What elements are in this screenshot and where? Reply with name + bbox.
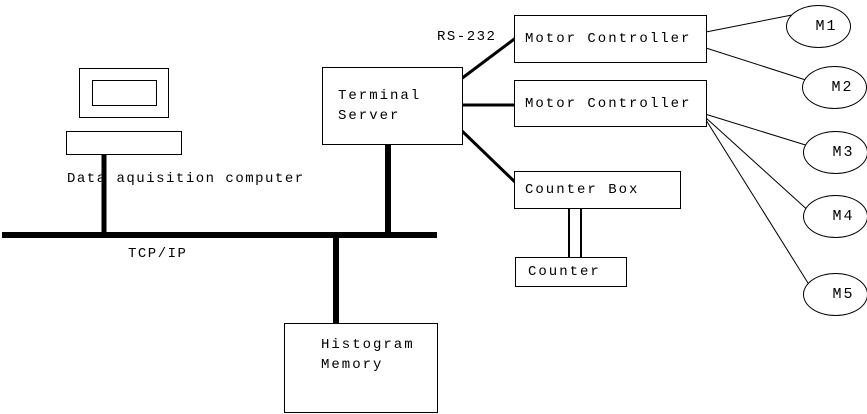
motor-node-m1: M1	[786, 5, 851, 48]
counter-label: Counter	[528, 264, 601, 280]
motor-m4-label: M4	[832, 208, 855, 225]
terminal-server-box: Terminal Server	[322, 67, 463, 145]
computer-monitor-icon	[79, 68, 169, 118]
computer-keyboard-icon	[66, 131, 182, 155]
motor-controller-1-box: Motor Controller	[514, 15, 707, 63]
motor-m1-label: M1	[815, 18, 838, 35]
counter-box-label: Counter Box	[525, 182, 640, 198]
motor-m2-label: M2	[831, 79, 854, 96]
terminal-server-counterbox-link	[459, 128, 519, 186]
counter-box-box: Counter Box	[514, 171, 681, 209]
rs232-label: RS-232	[437, 29, 497, 45]
counter-box: Counter	[515, 257, 627, 287]
tcpip-bus-label: TCP/IP	[128, 246, 188, 262]
mc2-m4-link	[704, 116, 813, 215]
motor-m3-label: M3	[832, 144, 855, 161]
mc2-m5-link	[705, 119, 814, 292]
mc2-m3-link	[704, 113, 813, 148]
motor-controller-2-box: Motor Controller	[514, 80, 707, 127]
motor-node-m2: M2	[802, 66, 867, 109]
mc1-m2-link	[705, 47, 813, 83]
histogram-memory-label: Histogram Memory	[321, 337, 415, 373]
motor-node-m4: M4	[803, 195, 867, 238]
histogram-memory-box: Histogram Memory	[284, 323, 438, 413]
computer-screen-icon	[92, 80, 157, 106]
terminal-server-label: Terminal Server	[338, 88, 422, 124]
motor-node-m3: M3	[803, 131, 867, 174]
mc1-m1-link	[705, 13, 798, 33]
rs232-link	[460, 35, 518, 81]
motor-controller-2-label: Motor Controller	[525, 95, 692, 112]
data-acquisition-computer-label: Data aquisition computer	[67, 171, 305, 187]
motor-controller-1-label: Motor Controller	[525, 31, 692, 47]
motor-node-m5: M5	[803, 273, 867, 316]
motor-m5-label: M5	[832, 286, 855, 303]
